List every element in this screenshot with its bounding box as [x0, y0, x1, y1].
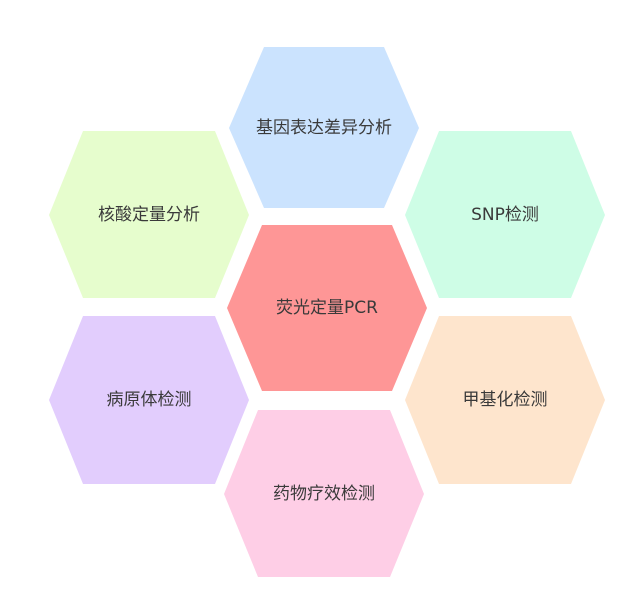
- hex-upper-left-label: 核酸定量分析: [98, 205, 200, 225]
- hex-upper-left: 核酸定量分析: [49, 131, 249, 298]
- hex-lower-left: 病原体检测: [49, 316, 249, 484]
- hex-bottom: 药物疗效检测: [224, 410, 424, 577]
- hex-center-shape: [227, 225, 427, 391]
- hex-upper-right-label: SNP检测: [471, 205, 539, 225]
- hex-center-label: 荧光定量PCR: [276, 298, 378, 318]
- hex-lower-right-shape: [405, 316, 605, 484]
- hex-bottom-label: 药物疗效检测: [273, 484, 375, 504]
- hex-upper-right-shape: [405, 131, 605, 298]
- hex-lower-right: 甲基化检测: [405, 316, 605, 484]
- hex-top-shape: [229, 47, 419, 208]
- hex-lower-left-shape: [49, 316, 249, 484]
- hex-top: 基因表达差异分析: [229, 47, 419, 208]
- hex-lower-left-label: 病原体检测: [107, 390, 192, 410]
- hex-top-label: 基因表达差异分析: [256, 118, 392, 138]
- hex-upper-right: SNP检测: [405, 131, 605, 298]
- hex-center: 荧光定量PCR: [227, 225, 427, 391]
- hex-bottom-shape: [224, 410, 424, 577]
- hex-upper-left-shape: [49, 131, 249, 298]
- hex-lower-right-label: 甲基化检测: [463, 390, 548, 410]
